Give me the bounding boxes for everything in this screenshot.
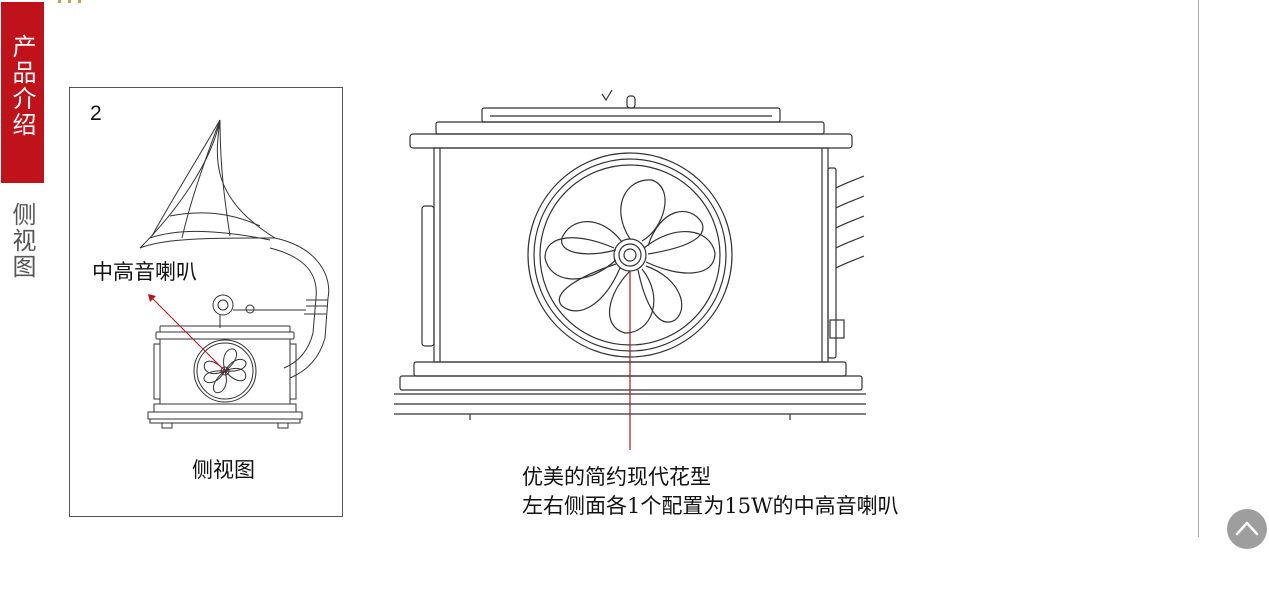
back-to-top-button[interactable] — [1227, 509, 1267, 549]
top-logo-fragment — [58, 0, 84, 3]
thumbnail-caption: 侧视图 — [192, 458, 255, 482]
speaker-callout: 优美的简约现代花型 左右侧面各1个配置为15W的中高音喇叭 — [522, 463, 899, 521]
side-nav-divider — [1198, 0, 1199, 537]
speaker-label: 中高音喇叭 — [92, 260, 197, 284]
tab-product-intro[interactable]: 产品介绍 — [1, 2, 44, 183]
tab-product-intro-label: 产品介绍 — [8, 34, 36, 138]
thumbnail-number: 2 — [90, 102, 102, 125]
callout-line-2: 左右侧面各1个配置为15W的中高音喇叭 — [522, 494, 899, 518]
chevron-up-icon — [1235, 521, 1259, 536]
callout-line-1: 优美的简约现代花型 — [522, 465, 711, 489]
tab-side-view[interactable]: 侧视图 — [1, 200, 44, 300]
side-navigation — [1198, 0, 1244, 537]
gramophone-side-illustration — [139, 119, 330, 429]
tab-side-view-label: 侧视图 — [8, 202, 36, 280]
speaker-closeup-illustration — [394, 89, 866, 450]
side-view-thumbnail-panel: 2 — [69, 87, 343, 517]
